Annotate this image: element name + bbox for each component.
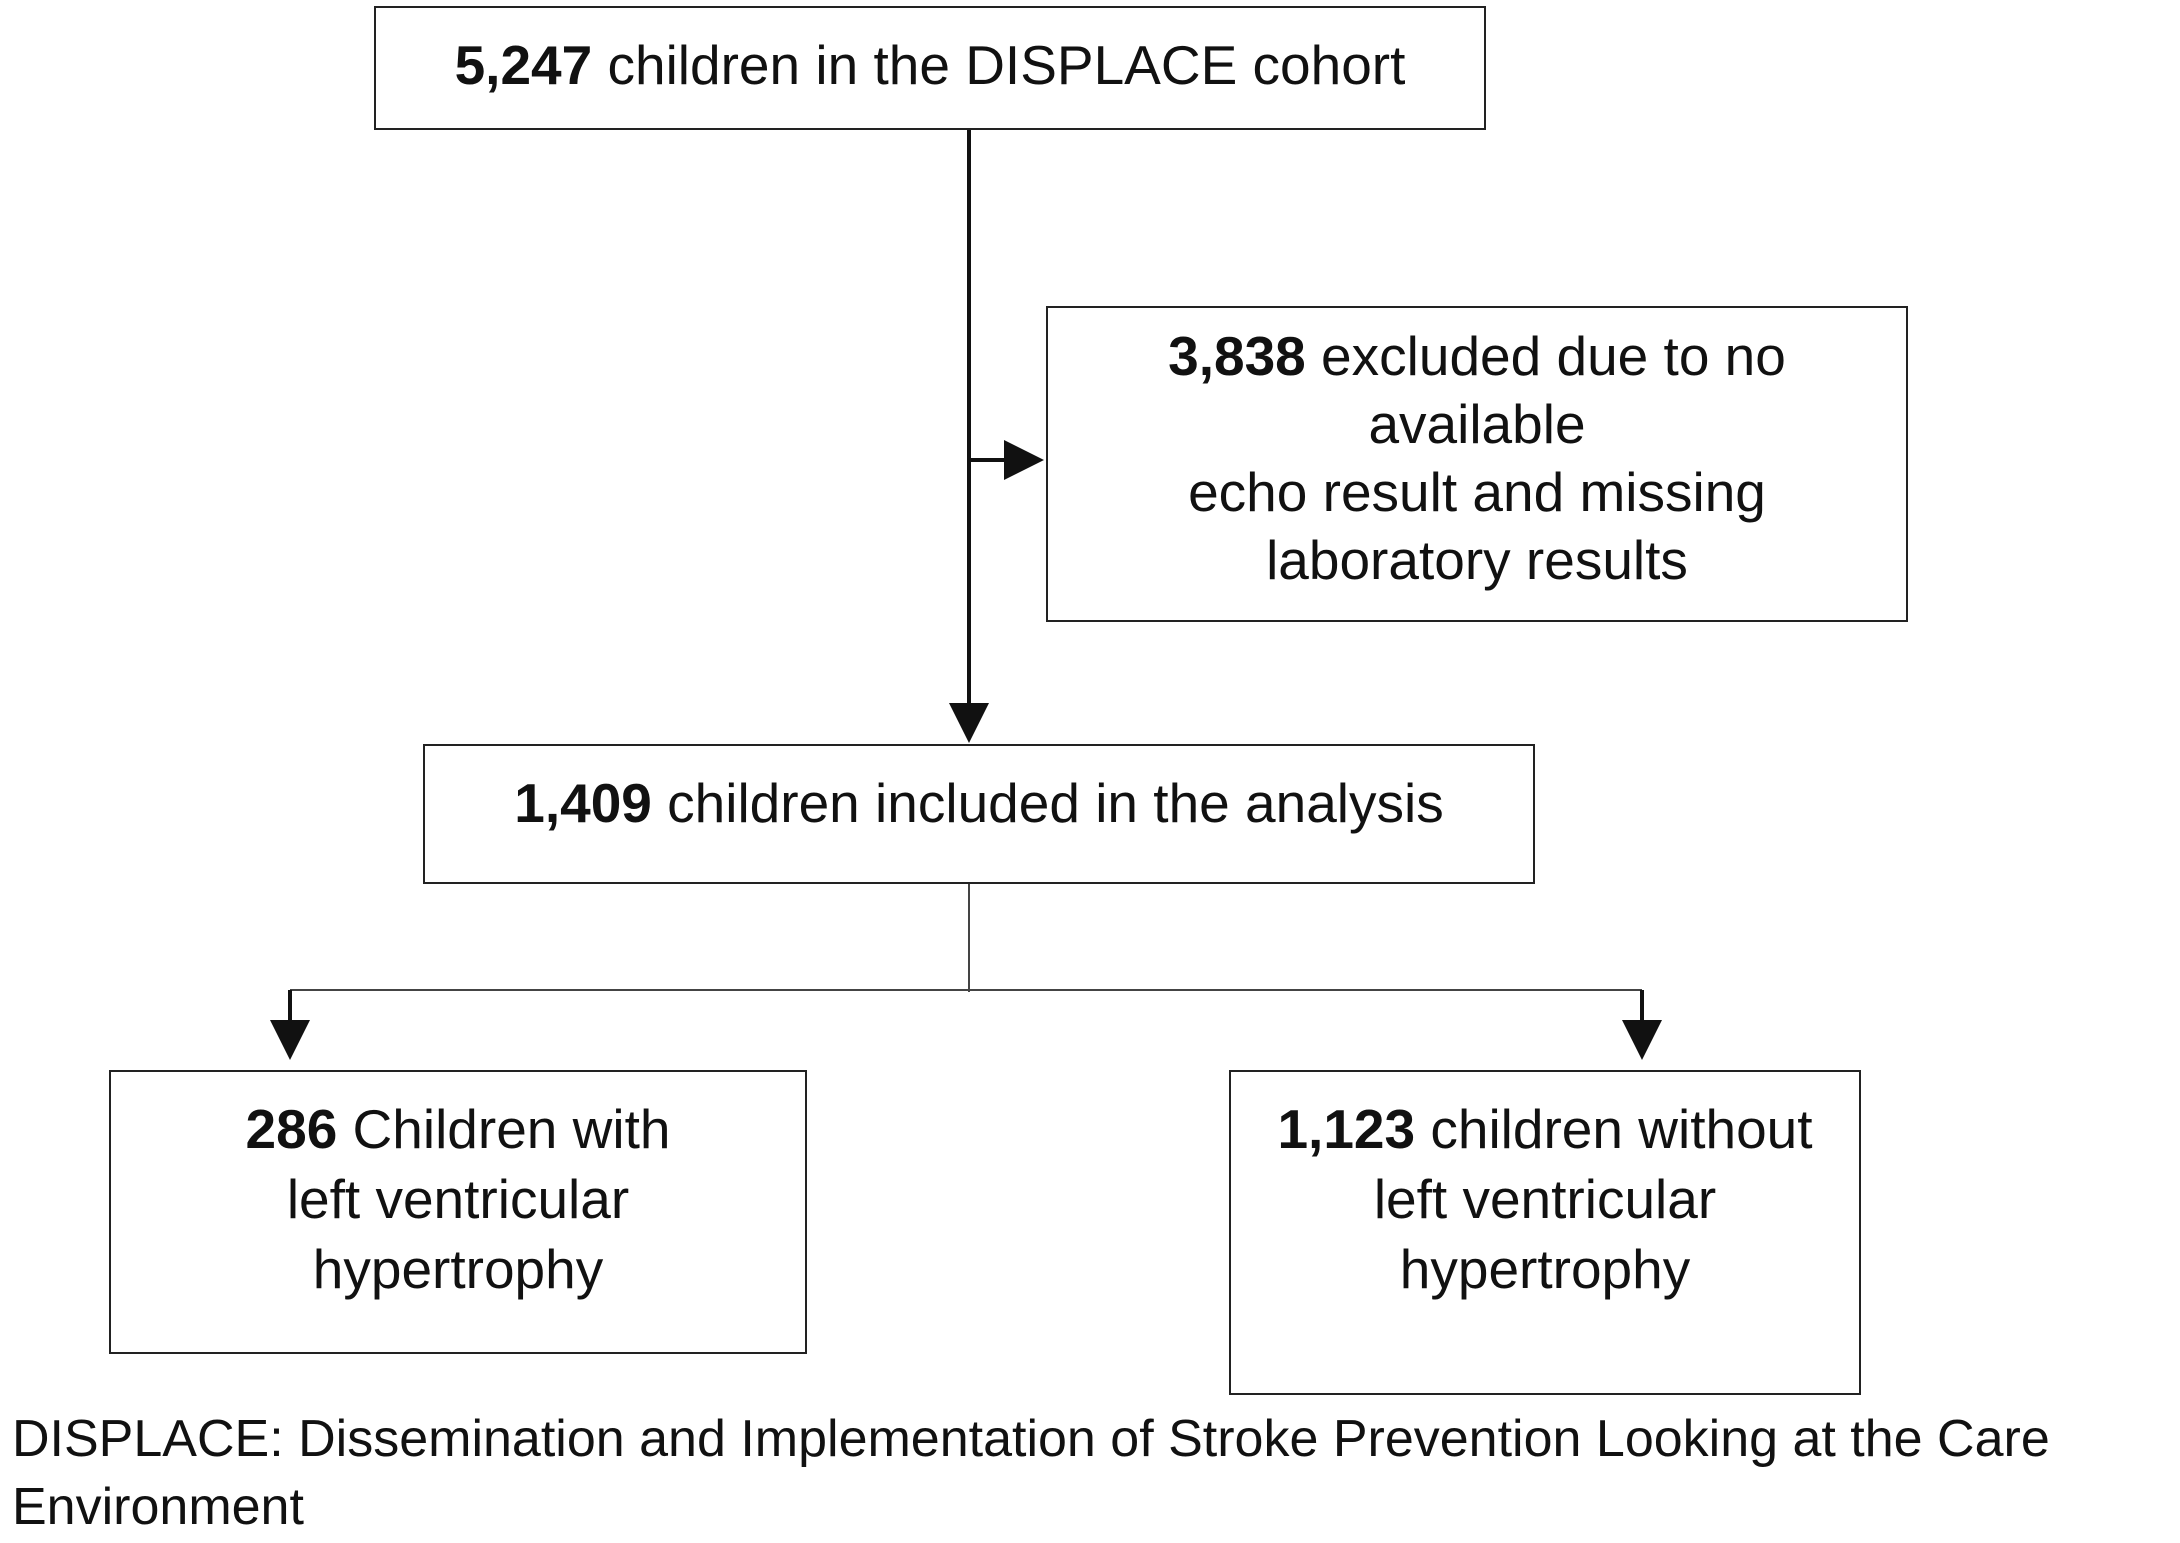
excluded-text-1: excluded due to no (1305, 325, 1786, 387)
with-lvh-text-1: Children with (337, 1098, 671, 1160)
with-lvh-line-2: left ventricular (286, 1168, 630, 1230)
included-label: 1,409 children included in the analysis (514, 768, 1444, 838)
cohort-box: 5,247 children in the DISPLACE cohort (374, 6, 1486, 130)
without-lvh-box: 1,123 children without left ventricular … (1229, 1070, 1861, 1395)
included-box: 1,409 children included in the analysis (423, 744, 1535, 884)
excluded-count: 3,838 (1168, 325, 1306, 387)
excluded-line-2: available (1368, 393, 1586, 455)
cohort-label: 5,247 children in the DISPLACE cohort (455, 30, 1406, 100)
excluded-box: 3,838 excluded due to no available echo … (1046, 306, 1908, 622)
without-lvh-line-3: hypertrophy (1399, 1238, 1691, 1300)
excluded-line-1: 3,838 excluded due to no (1168, 322, 1786, 390)
without-lvh-line-1: 1,123 children without (1277, 1094, 1812, 1164)
without-lvh-line-2: left ventricular (1373, 1168, 1717, 1230)
excluded-line-4: laboratory results (1266, 529, 1688, 591)
with-lvh-box: 286 Children with left ventricular hyper… (109, 1070, 807, 1354)
without-lvh-text-1: children without (1415, 1098, 1813, 1160)
with-lvh-line-3: hypertrophy (312, 1238, 604, 1300)
included-text: children included in the analysis (651, 772, 1444, 834)
abbreviation-footnote: DISPLACE: Dissemination and Implementati… (12, 1410, 2050, 1536)
with-lvh-line-1: 286 Children with (246, 1094, 671, 1164)
without-lvh-count: 1,123 (1277, 1098, 1416, 1160)
excluded-line-3: echo result and missing (1188, 461, 1766, 523)
cohort-text: children in the DISPLACE cohort (592, 34, 1406, 96)
with-lvh-count: 286 (245, 1098, 338, 1160)
included-count: 1,409 (514, 772, 652, 834)
cohort-count: 5,247 (454, 34, 593, 96)
